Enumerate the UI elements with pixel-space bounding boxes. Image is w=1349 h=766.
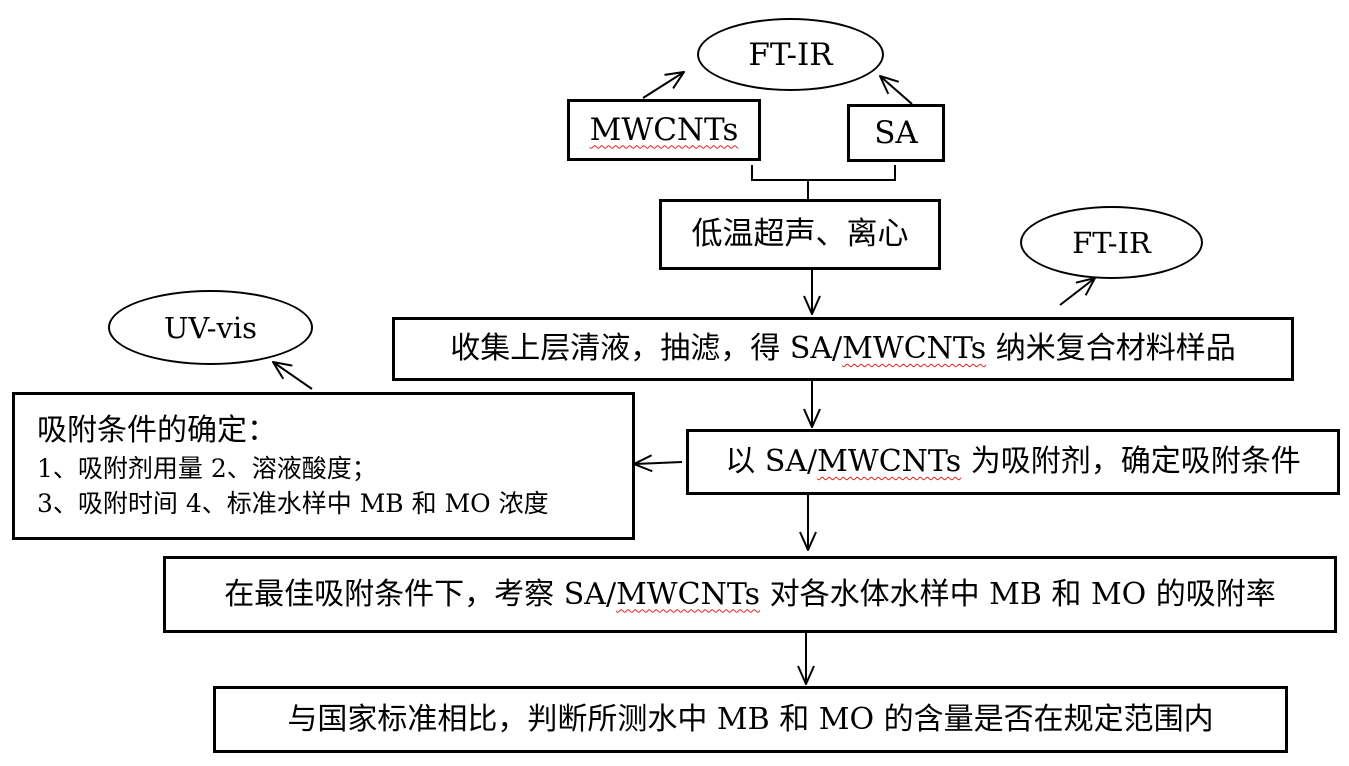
collect-box: 收集上层清液，抽滤，得 SA/MWCNTs 纳米复合材料样品 [392, 317, 1294, 381]
optimal-box: 在最佳吸附条件下，考察 SA/MWCNTs 对各水体水样中 MB 和 MO 的吸… [163, 556, 1337, 633]
conditions-title: 吸附条件的确定： [37, 413, 277, 448]
ftir-oval-top: FT-IR [697, 18, 884, 91]
arrow-mwcnts-to-ftir [642, 72, 684, 99]
ftir-right-label: FT-IR [1072, 225, 1151, 260]
collect-label: 收集上层清液，抽滤，得 SA/MWCNTs 纳米复合材料样品 [450, 331, 1236, 366]
sa-label: SA [874, 114, 918, 151]
mwcnts-box: MWCNTs [567, 99, 761, 161]
arrow-sa-to-ftir [880, 76, 913, 105]
mwcnts-label: MWCNTs [589, 111, 739, 148]
arrow-determine-to-conditions [634, 462, 683, 464]
conditions-box: 吸附条件的确定： 1、吸附剂用量 2、溶液酸度； 3、吸附时间 4、标准水样中 … [12, 392, 635, 540]
determine-box: 以 SA/MWCNTs 为吸附剂，确定吸附条件 [686, 429, 1340, 495]
compare-box: 与国家标准相比，判断所测水中 MB 和 MO 的含量是否在规定范围内 [213, 686, 1288, 753]
determine-label: 以 SA/MWCNTs 为吸附剂，确定吸附条件 [725, 444, 1301, 479]
conditions-line-1: 1、吸附剂用量 2、溶液酸度； [37, 454, 377, 483]
process-box: 低温超声、离心 [659, 199, 941, 270]
ftir-oval-right: FT-IR [1020, 206, 1203, 279]
compare-label: 与国家标准相比，判断所测水中 MB 和 MO 的含量是否在规定范围内 [287, 701, 1214, 737]
arrow-collect-to-ftir [1059, 278, 1095, 306]
merge-bracket [751, 165, 896, 181]
optimal-label: 在最佳吸附条件下，考察 SA/MWCNTs 对各水体水样中 MB 和 MO 的吸… [224, 576, 1276, 612]
arrow-conditions-to-uvvis [273, 362, 313, 390]
uvvis-label: UV-vis [163, 310, 258, 345]
ftir-top-label: FT-IR [748, 36, 833, 73]
process-label: 低温超声、离心 [691, 216, 909, 252]
uvvis-oval: UV-vis [108, 290, 313, 365]
conditions-line-2: 3、吸附时间 4、标准水样中 MB 和 MO 浓度 [37, 489, 549, 518]
sa-box: SA [847, 104, 945, 162]
